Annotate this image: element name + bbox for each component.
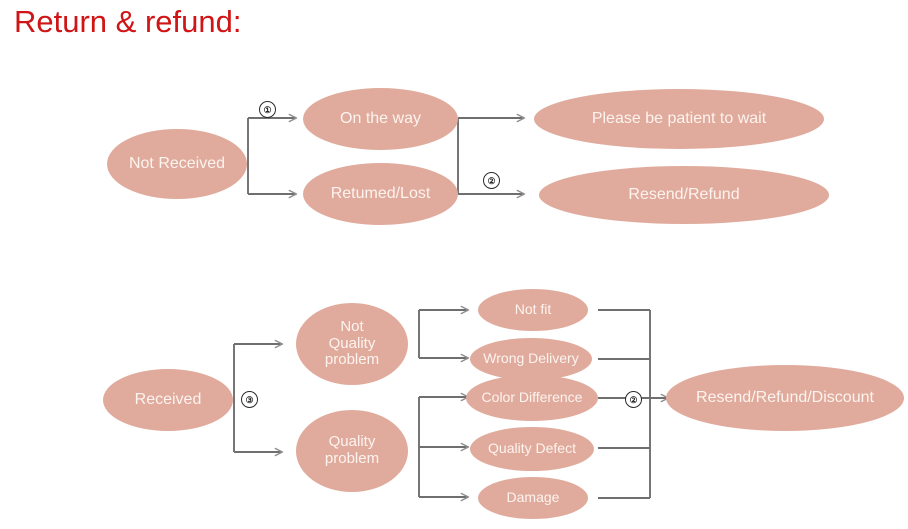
node-damage[interactable]: Damage [478,477,588,519]
connector-received-branch [233,339,284,457]
node-label: Color Difference [481,389,583,406]
node-label: Wrong Delivery [483,350,579,367]
connector-not-received-branch [247,113,298,199]
node-label: Received [134,391,202,409]
node-label: Damage [506,489,560,506]
node-label: Not Received [128,155,226,173]
page-title: Return & refund: [14,4,242,39]
node-label: Please be patient to wait [591,110,767,128]
node-received[interactable]: Received [103,369,233,431]
node-not-received[interactable]: Not Received [107,129,247,199]
node-wrong-delivery[interactable]: Wrong Delivery [470,338,592,380]
marker-branch-3: ③ [241,391,258,408]
node-label: Resend/Refund/Discount [696,389,874,407]
node-label: Quality Defect [488,440,576,457]
node-label: Not fit [514,301,552,318]
node-quality-defect[interactable]: Quality Defect [470,427,594,471]
node-label: On the way [340,110,421,128]
node-not-fit[interactable]: Not fit [478,289,588,331]
node-resend-refund-discount[interactable]: Resend/Refund/Discount [666,365,904,431]
node-please-be-patient-to-wait[interactable]: Please be patient to wait [534,89,824,149]
marker-branch-1: ① [259,101,276,118]
connector-notquality-reasons [418,305,470,363]
node-quality-problem[interactable]: Quality problem [296,410,408,492]
node-color-difference[interactable]: Color Difference [466,375,598,421]
marker-outcome-2-bottom: ② [625,391,642,408]
node-label: Quality problem [324,433,380,467]
node-on-the-way[interactable]: On the way [303,88,458,150]
connector-branch-outcomes [457,113,526,199]
node-returned-lost[interactable]: Retumed/Lost [303,163,458,225]
node-resend-refund[interactable]: Resend/Refund [539,166,829,224]
node-label: Resend/Refund [628,186,740,204]
marker-outcome-2-top: ② [483,172,500,189]
node-not-quality-problem[interactable]: Not Quality problem [296,303,408,385]
connector-quality-reasons [418,392,470,502]
node-label: Not Quality problem [324,317,380,369]
node-label: Retumed/Lost [330,185,431,203]
